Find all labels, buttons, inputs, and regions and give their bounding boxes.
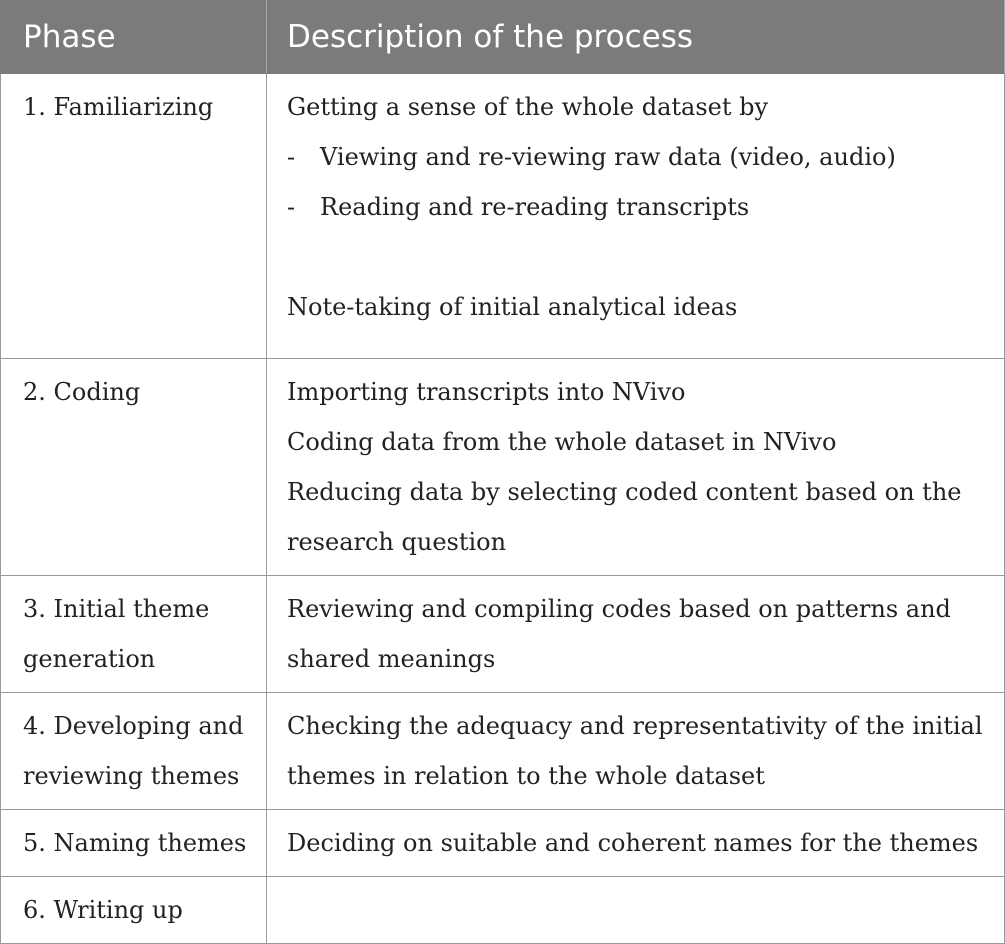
table-row: 1. Familiarizing Getting a sense of the …: [0, 73, 1005, 359]
description-line: Checking the adequacy and representativi…: [287, 712, 983, 790]
description-line: Deciding on suitable and coherent names …: [287, 829, 979, 857]
table-row: 6. Writing up: [0, 876, 1005, 944]
bullet-text: Viewing and re-viewing raw data (video, …: [320, 143, 896, 171]
bullet-dash: -: [287, 143, 296, 171]
table-row: 5. Naming themes Deciding on suitable an…: [0, 809, 1005, 877]
description-cell: Reviewing and compiling codes based on p…: [266, 575, 1005, 693]
table-row: 4. Developing and reviewing themes Check…: [0, 692, 1005, 810]
description-cell: [266, 876, 1005, 944]
phase-cell: 6. Writing up: [0, 876, 267, 944]
phase-cell: 3. Initial theme generation: [0, 575, 267, 693]
phase-cell: 2. Coding: [0, 358, 267, 576]
header-description: Description of the process: [266, 0, 1005, 74]
table-row: 3. Initial theme generation Reviewing an…: [0, 575, 1005, 693]
bullet-text: Reading and re-reading transcripts: [320, 193, 750, 221]
description-cell: Getting a sense of the whole dataset by …: [266, 73, 1005, 359]
phase-cell: 4. Developing and reviewing themes: [0, 692, 267, 810]
bullet-dash: -: [287, 193, 296, 221]
table-header-row: Phase Description of the process: [0, 0, 1005, 74]
phase-cell: 5. Naming themes: [0, 809, 267, 877]
spacer: [287, 232, 992, 282]
description-line: Importing transcripts into NVivo: [287, 378, 686, 406]
description-line: Getting a sense of the whole dataset by: [287, 93, 769, 121]
description-line: Reducing data by selecting coded content…: [287, 478, 962, 556]
description-line: Note-taking of initial analytical ideas: [287, 293, 738, 321]
description-cell: Checking the adequacy and representativi…: [266, 692, 1005, 810]
description-cell: Deciding on suitable and coherent names …: [266, 809, 1005, 877]
header-phase: Phase: [0, 0, 267, 74]
description-line: Reviewing and compiling codes based on p…: [287, 595, 951, 673]
description-line: Coding data from the whole dataset in NV…: [287, 428, 837, 456]
phase-cell: 1. Familiarizing: [0, 73, 267, 359]
description-cell: Importing transcripts into NVivo Coding …: [266, 358, 1005, 576]
table-row: 2. Coding Importing transcripts into NVi…: [0, 358, 1005, 576]
bullet-item: - Reading and re-reading transcripts: [287, 182, 992, 232]
bullet-item: - Viewing and re-viewing raw data (video…: [287, 132, 992, 182]
